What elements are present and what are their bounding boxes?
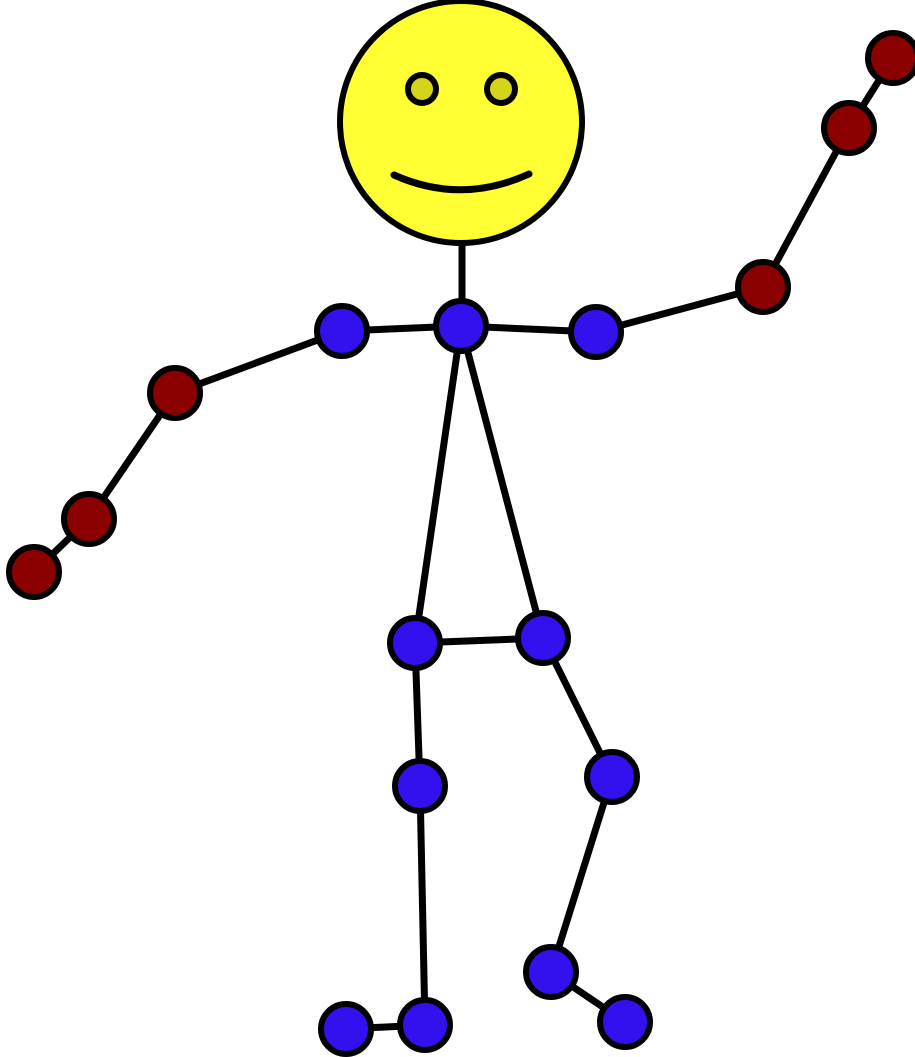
right-elbow-joint	[738, 262, 788, 312]
left-toe-joint	[321, 1004, 371, 1054]
neck-joint	[436, 301, 486, 351]
left-wrist-joint	[64, 494, 114, 544]
left-knee-joint	[395, 761, 445, 811]
right-shoulder-joint	[571, 307, 621, 357]
right-wrist-joint	[824, 103, 874, 153]
right-hip-joint	[518, 613, 568, 663]
right-hand-joint	[868, 33, 915, 83]
right-knee-joint	[587, 752, 637, 802]
right-ankle-joint	[526, 947, 576, 997]
right-eye	[487, 75, 515, 103]
left-hand-joint	[9, 547, 59, 597]
right-toe-joint	[600, 997, 650, 1047]
left-ankle-joint	[400, 1000, 450, 1050]
left-elbow-joint	[150, 368, 200, 418]
left-shoulder-joint	[317, 306, 367, 356]
bone-left-knee-to-left-ankle	[420, 786, 425, 1025]
left-hip-joint	[390, 618, 440, 668]
head-circle	[340, 1, 582, 243]
left-eye	[408, 75, 436, 103]
